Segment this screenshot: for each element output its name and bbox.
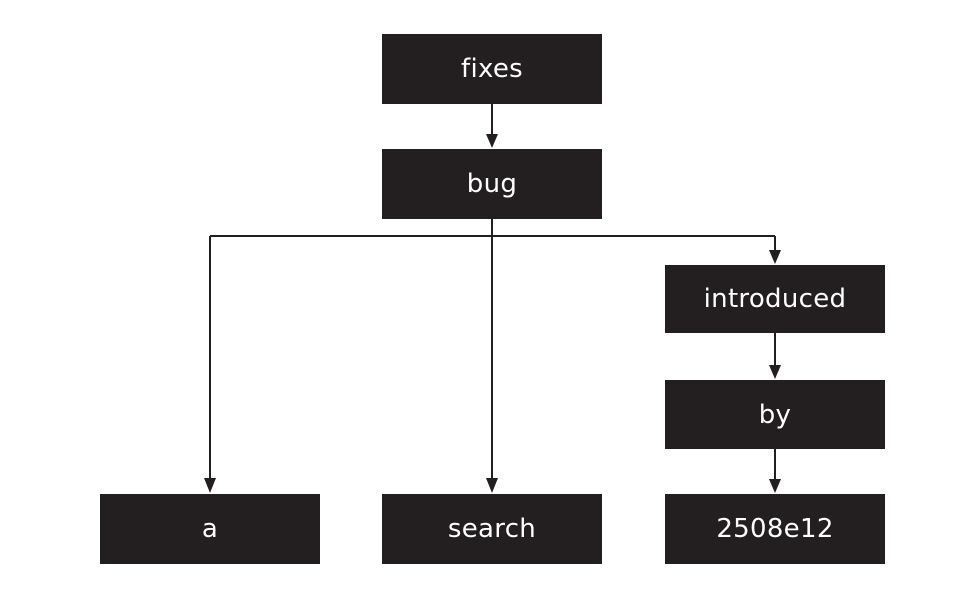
node-search-label: search [447,514,537,544]
arrowhead-bug [486,134,498,148]
node-introduced: introduced [665,265,885,333]
node-bug-label: bug [466,169,518,199]
node-fixes: fixes [382,34,602,104]
arrowhead-introduced [769,250,781,264]
node-2508e12-label: 2508e12 [716,514,834,544]
node-introduced-label: introduced [703,284,847,314]
node-bug: bug [382,149,602,219]
arrowhead-hash [769,479,781,493]
node-by: by [665,380,885,449]
node-search: search [382,494,602,564]
arrowhead-search [486,478,498,493]
node-a-label: a [201,514,219,544]
node-a: a [100,494,320,564]
arrowhead-by [769,365,781,379]
node-2508e12: 2508e12 [665,494,885,564]
arrowhead-a [204,478,216,493]
node-fixes-label: fixes [460,54,523,84]
node-by-label: by [758,399,792,430]
